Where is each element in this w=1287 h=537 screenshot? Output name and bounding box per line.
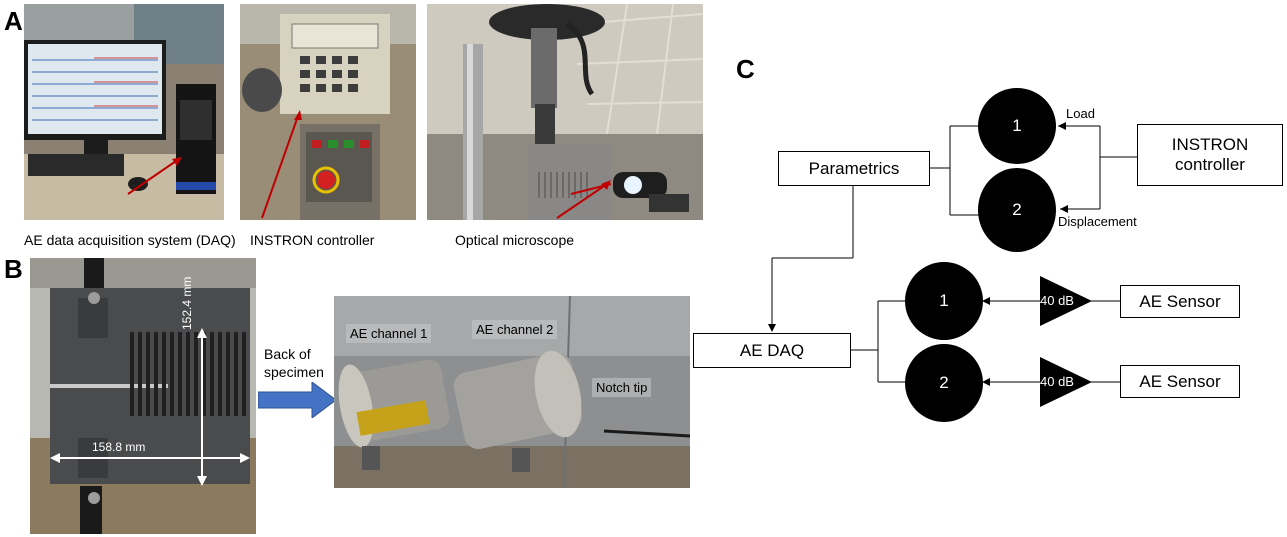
instron-controller-box: INSTRON controller — [1137, 124, 1283, 186]
tag-notch-tip: Notch tip — [592, 378, 652, 397]
panel-letter-a: A — [4, 6, 23, 36]
ae-sensor-1-box: AE Sensor — [1120, 285, 1240, 318]
caption-instron: INSTRON controller — [250, 232, 375, 248]
instron-label-line1: INSTRON — [1171, 135, 1249, 154]
load-channel-1-circle: 1 — [978, 88, 1056, 164]
tag-ae-channel-1: AE channel 1 — [346, 324, 432, 343]
displacement-label: Displacement — [1058, 214, 1137, 229]
photo-microscope — [427, 4, 703, 220]
photo-specimen — [30, 258, 256, 534]
panel-letter-b: B — [4, 254, 23, 284]
parametrics-box: Parametrics — [778, 151, 930, 186]
panel-letter-c: C — [736, 54, 755, 84]
photo-daq — [24, 4, 224, 220]
ae-sensor-2-box: AE Sensor — [1120, 365, 1240, 398]
photo-instron — [240, 4, 416, 220]
ae-channel-1-circle: 1 — [905, 262, 983, 340]
caption-daq: AE data acquisition system (DAQ) — [24, 232, 236, 248]
arrow-label-line1: Back of — [264, 346, 311, 362]
tag-ae-channel-2: AE channel 2 — [472, 320, 558, 339]
load-label: Load — [1066, 106, 1095, 121]
instron-label-line2: controller — [1175, 155, 1245, 174]
amplifier-1-label: 40 dB — [1040, 293, 1074, 308]
blue-arrow-icon — [258, 382, 337, 418]
amplifier-2-icon — [1040, 357, 1092, 407]
dimension-width: 158.8 mm — [92, 440, 146, 454]
caption-microscope: Optical microscope — [455, 232, 575, 248]
ae-daq-box: AE DAQ — [693, 333, 851, 368]
ae-channel-2-circle: 2 — [905, 344, 983, 422]
displacement-channel-2-circle: 2 — [978, 168, 1056, 252]
amplifier-2-label: 40 dB — [1040, 374, 1074, 389]
arrow-label-line2: specimen — [264, 364, 324, 380]
amplifier-1-icon — [1040, 276, 1092, 326]
